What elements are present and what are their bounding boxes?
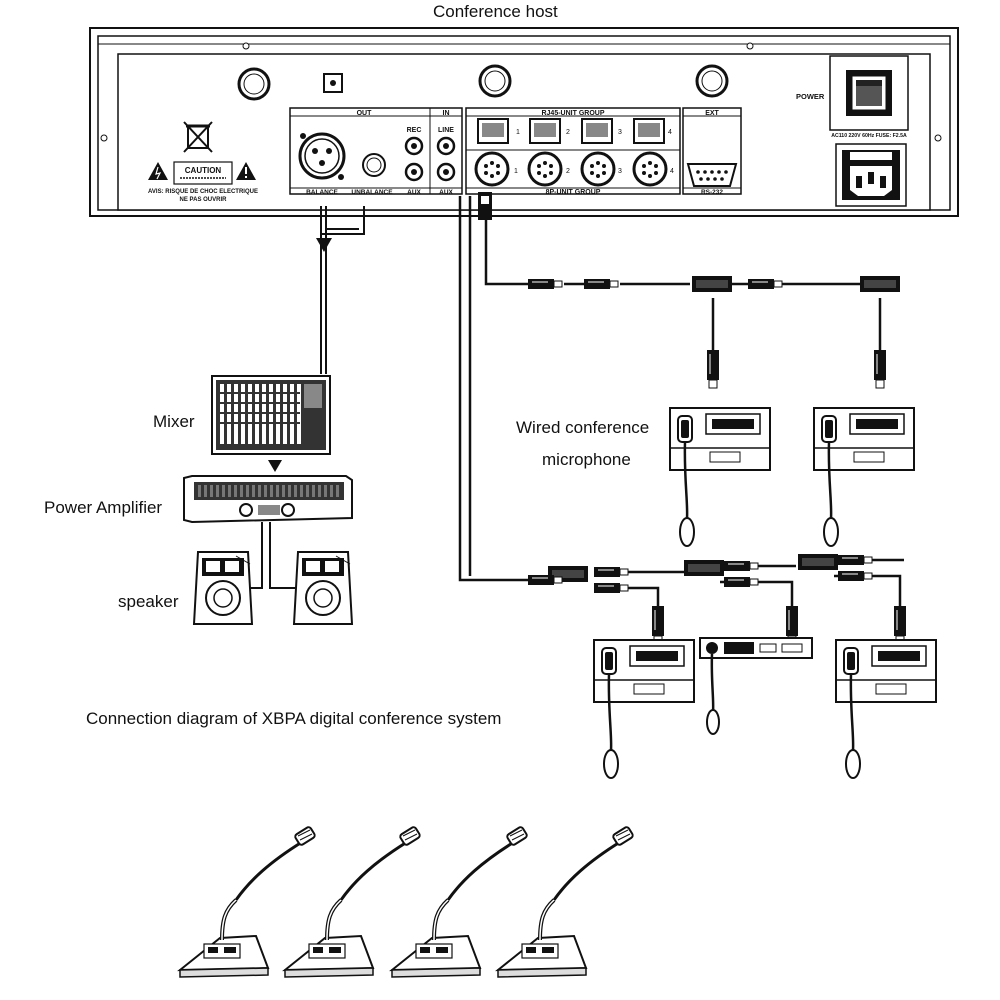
- speaker-label: speaker: [118, 592, 179, 611]
- power-amplifier: [183, 475, 353, 524]
- rj45-plug: [478, 192, 492, 220]
- t-splitter: [798, 554, 838, 570]
- in-label: IN: [443, 110, 450, 117]
- rj45-connector: [747, 278, 783, 290]
- port-number: 4: [668, 129, 672, 136]
- rj45-connector: [583, 278, 619, 290]
- rj45-port: [633, 118, 665, 144]
- rca-jack: [404, 162, 424, 182]
- gooseneck-microphone: [390, 824, 530, 979]
- unbalance-label: UNBALANCE: [351, 189, 393, 196]
- speaker-left: [193, 551, 253, 625]
- ground-terminal: [323, 73, 343, 93]
- din-8p-port: [632, 151, 668, 187]
- caution-label: CAUTION: [185, 166, 222, 175]
- 8p-connector: [651, 605, 665, 645]
- gooseneck-microphone: [496, 824, 636, 979]
- xlr-balance-jack: [298, 132, 346, 180]
- diagram-caption: Connection diagram of XBPA digital confe…: [86, 709, 502, 728]
- t-splitter: [692, 276, 732, 292]
- panel-knob: [237, 67, 271, 101]
- chairman-mic-unit: [699, 637, 813, 735]
- weee-bin-icon: [183, 121, 213, 153]
- rca-jack: [404, 136, 424, 156]
- din-8p-port: [474, 151, 510, 187]
- speaker-right: [293, 551, 353, 625]
- panel-knob: [478, 64, 512, 98]
- warning-triangle-icon: [148, 162, 168, 180]
- port-number: 1: [514, 168, 518, 175]
- unbalance-jack: [362, 153, 386, 177]
- rj45-port: [477, 118, 509, 144]
- rj45-port: [581, 118, 613, 144]
- delegate-mic-unit: [834, 638, 938, 780]
- conference-host: CAUTION AVIS: RISQUE DE CHOC ELECTRIQUE …: [89, 27, 959, 217]
- rec-label: REC: [407, 127, 422, 134]
- port-number: 3: [618, 129, 622, 136]
- warning-text-1: AVIS: RISQUE DE CHOC ELECTRIQUE: [148, 189, 258, 195]
- 8p-connector: [527, 574, 563, 586]
- 8p-connector: [723, 560, 759, 572]
- rs232-label: RS-232: [701, 189, 723, 196]
- port-number: 2: [566, 168, 570, 175]
- wired-mic-unit: [812, 406, 916, 548]
- power-inlet: [835, 143, 907, 207]
- mixer: [211, 375, 331, 455]
- warning-triangle-icon: [236, 162, 256, 180]
- balance-label: BALANCE: [306, 189, 338, 196]
- rca-jack: [436, 136, 456, 156]
- rj45-cable-chain: [484, 196, 882, 350]
- aux-left-label: AUX: [407, 189, 421, 196]
- speaker-cables: [250, 522, 296, 589]
- out-label: OUT: [357, 110, 373, 117]
- ac-rating-label: AC110 220V 60Hz FUSE: F2.5A: [831, 133, 907, 139]
- 8p-connector: [593, 566, 629, 578]
- 8p-connector: [837, 570, 873, 582]
- panel-knob: [695, 64, 729, 98]
- gooseneck-microphone: [178, 824, 318, 979]
- line-label: LINE: [438, 127, 454, 134]
- t-splitter: [860, 276, 900, 292]
- 8p-connector: [723, 576, 759, 588]
- audio-output-cables: [320, 206, 365, 374]
- port-number: 3: [618, 168, 622, 175]
- 8p-connector: [593, 582, 629, 594]
- t-splitter: [684, 560, 724, 576]
- rj45-connector: [873, 349, 887, 389]
- 8p-connector: [837, 554, 873, 566]
- aux-right-label: AUX: [439, 189, 453, 196]
- 8p-group-label: 8P-UNIT GROUP: [546, 189, 601, 196]
- mixer-label: Mixer: [153, 412, 195, 431]
- host-title: Conference host: [433, 2, 558, 21]
- rs232-port: [686, 163, 738, 187]
- port-number: 1: [516, 129, 520, 136]
- rj45-port: [529, 118, 561, 144]
- arrow-down-icon: [268, 460, 282, 472]
- ext-label: EXT: [705, 110, 719, 117]
- port-number: 4: [670, 168, 674, 175]
- amplifier-label: Power Amplifier: [44, 498, 163, 517]
- rj45-connector: [527, 278, 563, 290]
- rca-jack: [436, 162, 456, 182]
- warning-text-2: NE PAS OUVRIR: [180, 197, 228, 203]
- delegate-mic-unit: [592, 638, 696, 780]
- rj45-group-label: RJ45-UNIT GROUP: [541, 110, 604, 117]
- arrow-down-icon: [316, 238, 332, 252]
- wired-mic-label-line2: microphone: [542, 450, 631, 469]
- wired-mic-label-line1: Wired conference: [516, 418, 650, 437]
- gooseneck-microphone: [283, 824, 423, 979]
- din-8p-port: [580, 151, 616, 187]
- wired-mic-unit: [668, 406, 772, 548]
- rj45-connector: [706, 349, 720, 389]
- power-label: POWER: [796, 92, 825, 101]
- port-number: 2: [566, 129, 570, 136]
- 8p-connector: [893, 605, 907, 645]
- power-switch: [829, 55, 909, 131]
- din-8p-port: [527, 151, 563, 187]
